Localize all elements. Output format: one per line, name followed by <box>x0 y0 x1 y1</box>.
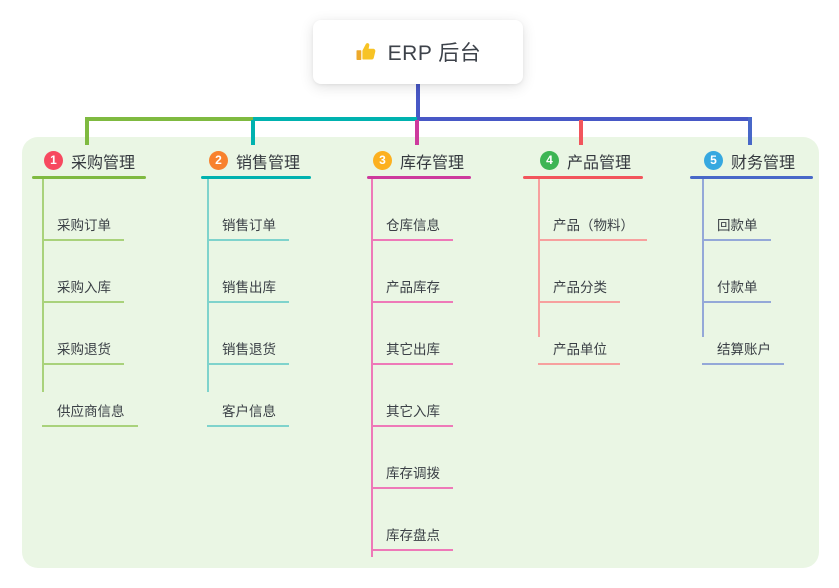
branch-tree-line <box>207 179 209 392</box>
root-node[interactable]: ERP 后台 <box>313 20 523 84</box>
branch-children: 采购订单采购入库采购退货供应商信息 <box>42 179 146 427</box>
child-item[interactable]: 其它出库 <box>371 303 453 365</box>
thumbs-up-icon <box>355 40 379 64</box>
child-item[interactable]: 客户信息 <box>207 365 289 427</box>
branch-采购管理: 1 采购管理采购订单采购入库采购退货供应商信息 <box>32 145 146 427</box>
branch-header[interactable]: 4 产品管理 <box>523 145 643 176</box>
branch-number-badge: 3 <box>373 151 392 170</box>
bus-segment-blue <box>417 117 752 121</box>
child-item[interactable]: 供应商信息 <box>42 365 138 427</box>
branch-underline <box>690 176 813 179</box>
child-item[interactable]: 销售出库 <box>207 241 289 303</box>
branch-header[interactable]: 3 库存管理 <box>367 145 471 176</box>
child-item[interactable]: 仓库信息 <box>371 179 453 241</box>
branch-tree-line <box>42 179 44 392</box>
branch-tree-line <box>371 179 373 557</box>
branch-children: 回款单付款单结算账户 <box>702 179 813 365</box>
branch-title: 产品管理 <box>567 154 632 172</box>
branch-children: 产品（物料）产品分类产品单位 <box>538 179 647 365</box>
root-stem-line <box>416 84 420 121</box>
child-item[interactable]: 其它入库 <box>371 365 453 427</box>
child-item[interactable]: 产品单位 <box>538 303 620 365</box>
root-title: ERP 后台 <box>387 42 482 65</box>
branch-drop-line <box>579 120 583 145</box>
child-item[interactable]: 回款单 <box>702 179 771 241</box>
child-item[interactable]: 销售退货 <box>207 303 289 365</box>
branch-tree-line <box>538 179 540 337</box>
bus-segment-green <box>86 117 255 121</box>
branch-underline <box>32 176 146 179</box>
branch-number-badge: 5 <box>704 151 723 170</box>
branch-tree-line <box>702 179 704 337</box>
branch-header[interactable]: 1 采购管理 <box>32 145 146 176</box>
child-item[interactable]: 出库库明细 <box>371 551 467 588</box>
branch-title: 财务管理 <box>731 154 796 172</box>
branch-children: 销售订单销售出库销售退货客户信息 <box>207 179 311 427</box>
child-item[interactable]: 付款单 <box>702 241 771 303</box>
child-item[interactable]: 采购订单 <box>42 179 124 241</box>
branch-children: 仓库信息产品库存其它出库其它入库库存调拨库存盘点出库库明细 <box>371 179 471 588</box>
branch-drop-line <box>251 120 255 145</box>
branch-库存管理: 3 库存管理仓库信息产品库存其它出库其它入库库存调拨库存盘点出库库明细 <box>367 145 471 588</box>
branch-title: 采购管理 <box>71 154 136 172</box>
branch-underline <box>201 176 311 179</box>
branch-number-badge: 4 <box>540 151 559 170</box>
branch-title: 销售管理 <box>236 154 301 172</box>
branch-header[interactable]: 5 财务管理 <box>690 145 813 176</box>
branch-underline <box>523 176 643 179</box>
branch-number-badge: 1 <box>44 151 63 170</box>
child-item[interactable]: 库存调拨 <box>371 427 453 489</box>
child-item[interactable]: 库存盘点 <box>371 489 453 551</box>
branch-销售管理: 2 销售管理销售订单销售出库销售退货客户信息 <box>201 145 311 427</box>
branch-财务管理: 5 财务管理回款单付款单结算账户 <box>690 145 813 365</box>
child-item[interactable]: 产品库存 <box>371 241 453 303</box>
bus-segment-teal <box>253 117 419 121</box>
branch-number-badge: 2 <box>209 151 228 170</box>
child-item[interactable]: 采购入库 <box>42 241 124 303</box>
branch-title: 库存管理 <box>400 154 465 172</box>
child-item[interactable]: 产品分类 <box>538 241 620 303</box>
child-item[interactable]: 采购退货 <box>42 303 124 365</box>
branch-header[interactable]: 2 销售管理 <box>201 145 311 176</box>
branches-panel <box>22 137 819 568</box>
branch-underline <box>367 176 471 179</box>
branch-产品管理: 4 产品管理产品（物料）产品分类产品单位 <box>523 145 647 365</box>
child-item[interactable]: 销售订单 <box>207 179 289 241</box>
branch-drop-line <box>415 120 419 145</box>
child-item[interactable]: 结算账户 <box>702 303 784 365</box>
child-item[interactable]: 产品（物料） <box>538 179 647 241</box>
branch-drop-line <box>748 117 752 145</box>
branch-drop-line <box>85 117 89 145</box>
